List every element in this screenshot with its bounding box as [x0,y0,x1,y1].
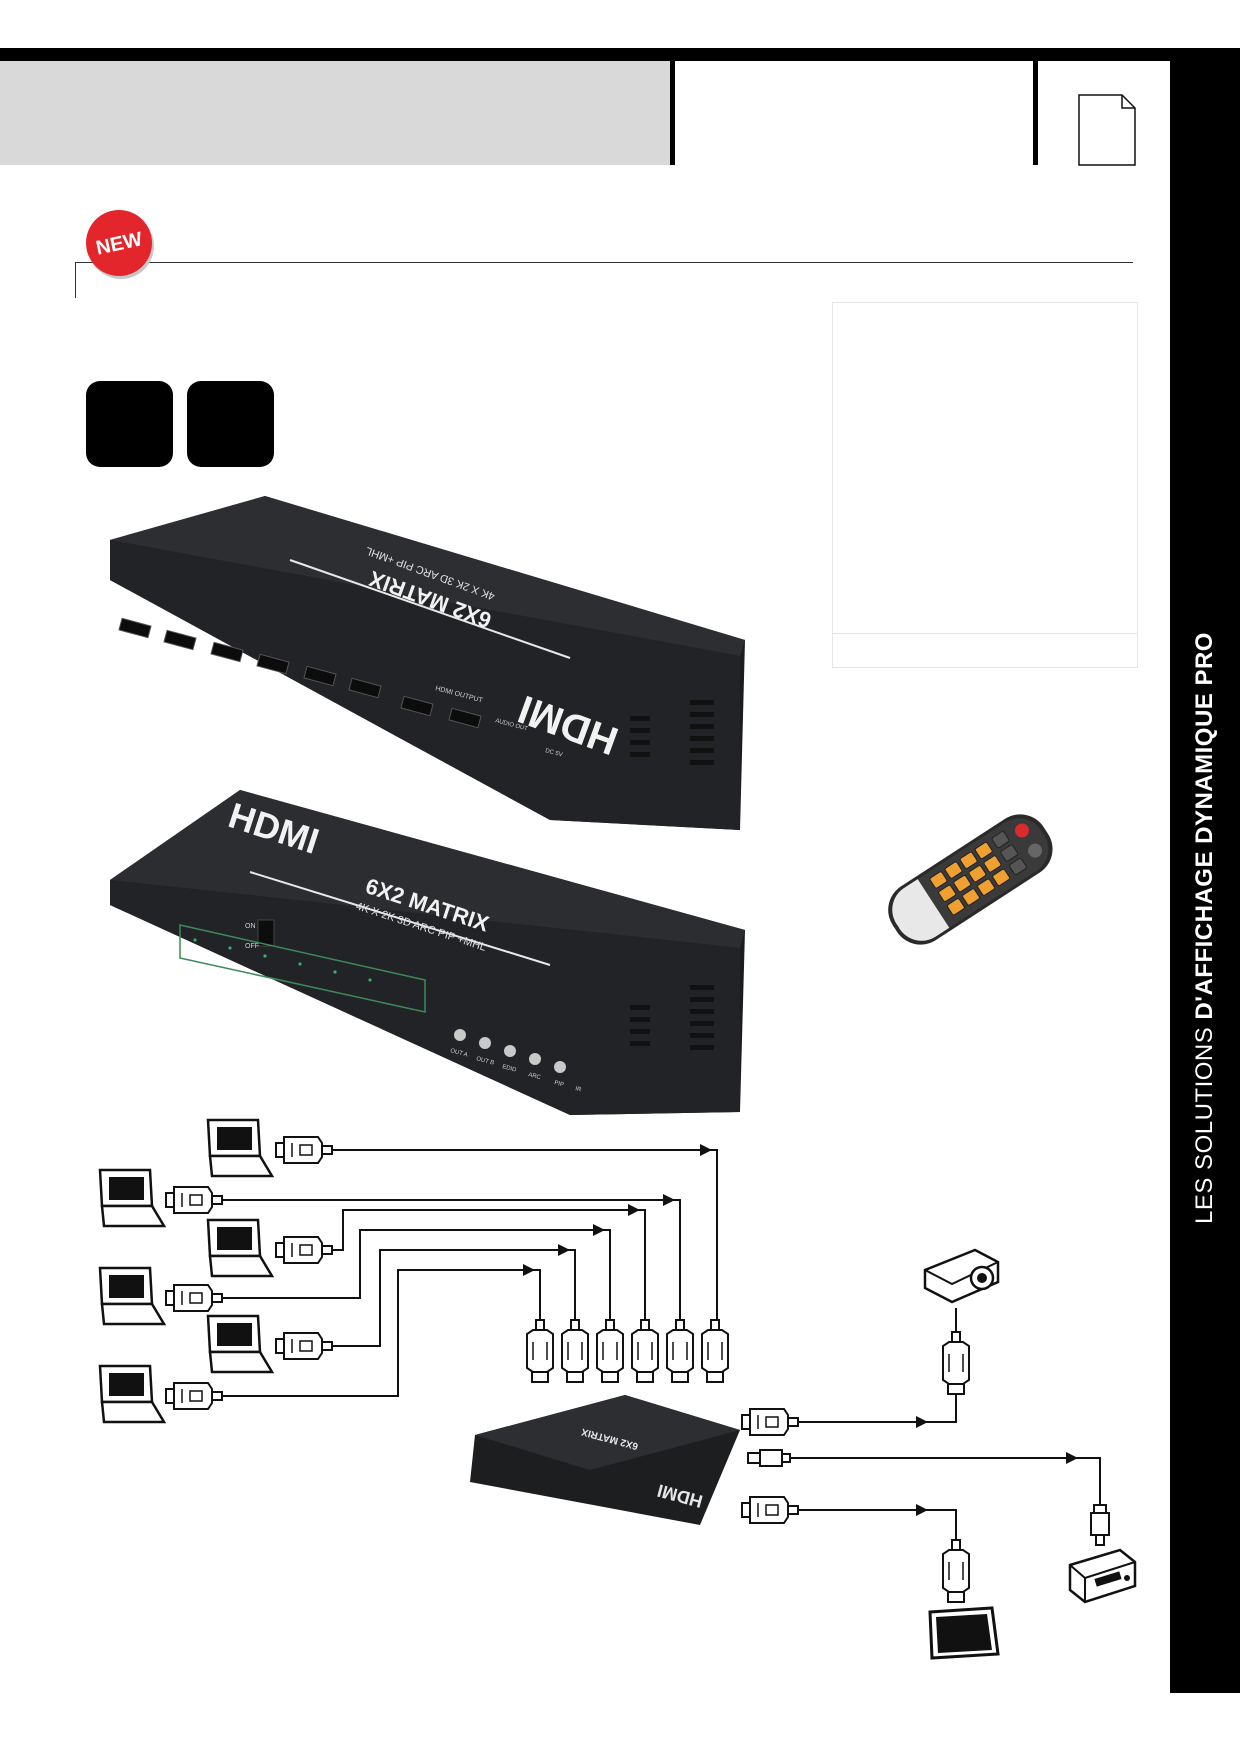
hdmi-plug-source-4 [165,1284,223,1312]
indicator-leds [193,938,372,982]
document-icon [1078,94,1136,166]
button-label-4: ARC [527,1072,541,1081]
power-switch [257,919,275,947]
hdmi-plug-input-1 [526,1319,554,1383]
hdmi-input-ports [118,617,382,699]
icon-tile-2 [187,381,274,467]
output-arrows [916,1416,1078,1516]
matrix-device-small: 6X2 MATRIX HDMI [470,1395,740,1525]
section-rule [75,262,1133,263]
hdmi-plug-source-5 [275,1332,333,1360]
laptop-icon-5 [206,1314,274,1374]
button-label-3: EDID [501,1064,517,1074]
hdmi-plug-input-6 [701,1319,729,1383]
button-label-2: OUT B [475,1056,494,1067]
hdmi-plug-input-5 [666,1319,694,1383]
header-divider-2 [1033,61,1038,165]
audio-plug [747,1449,791,1467]
spec-box [832,302,1138,668]
laptop-icon-6 [98,1364,166,1424]
front-vent-slots [630,985,714,1050]
hdmi-plug-display [942,1539,970,1603]
hdmi-plug-input-3 [596,1319,624,1383]
remote-control-image [888,814,1053,945]
hdmi-output-ports [400,695,482,729]
hdmi-plug-input-4 [631,1319,659,1383]
hdmi-plug-projector [942,1331,970,1395]
projector-icon [923,1248,1000,1304]
switch-on-label: ON [245,923,256,930]
hdmi-plug-source-1 [275,1136,333,1164]
output-cables [790,1308,1101,1540]
audio-receiver-icon [1068,1548,1137,1604]
icon-tile-1 [86,381,173,467]
laptop-icon-1 [206,1118,274,1178]
product-rear-image: 6X2 MATRIX 4K X 2K 3D ARC PIP +MHL HDMI … [110,496,745,830]
sidebar-band: LES SOLUTIONS D'AFFICHAGE DYNAMIQUE PRO [1170,48,1240,1693]
audio-plug-receiver [1090,1504,1110,1546]
input-arrows [523,1144,712,1276]
vent-slots [630,700,714,765]
ir-label: IR [574,1086,582,1094]
input-cables [222,1149,718,1397]
front-title-underline [249,871,551,966]
hdmi-plug-source-6 [165,1382,223,1410]
button-label-5: PIP [553,1080,564,1088]
led-panel [179,924,426,1013]
new-badge: NEW [86,210,154,279]
sidebar-title-bold: D'AFFICHAGE DYNAMIQUE PRO [1191,632,1218,1020]
sidebar-title-light: LES SOLUTIONS [1191,1019,1218,1224]
hdmi-plug-source-3 [275,1236,333,1264]
display-icon [928,1606,1000,1660]
hdmi-plug-output-a [741,1408,799,1436]
header-divider-1 [670,61,675,165]
hdmi-plug-source-2 [165,1186,223,1214]
laptop-icon-4 [98,1266,166,1326]
front-buttons [454,1029,566,1073]
connection-diagram: 6X2 MATRIX HDMI [98,1118,1137,1660]
header-title-area [0,61,670,165]
spec-box-divider [832,633,1138,634]
product-front-image: ON OFF OUT A OUT B EDID ARC PIP IR 6X2 M… [110,790,745,1115]
section-rule-tick [75,262,76,298]
power-label: DC 5V [544,748,563,758]
hdmi-plug-input-2 [561,1319,589,1383]
button-label-1: OUT A [449,1048,468,1058]
hdmi-plug-output-b [741,1496,799,1524]
sidebar-title: LES SOLUTIONS D'AFFICHAGE DYNAMIQUE PRO [1191,632,1219,1224]
laptop-icon-2 [98,1168,166,1228]
header-top-bar [0,48,1170,61]
laptop-icon-3 [206,1218,274,1278]
switch-off-label: OFF [245,943,259,950]
front-button-labels: OUT A OUT B EDID ARC PIP IR [449,1048,582,1094]
title-underline [289,559,571,659]
